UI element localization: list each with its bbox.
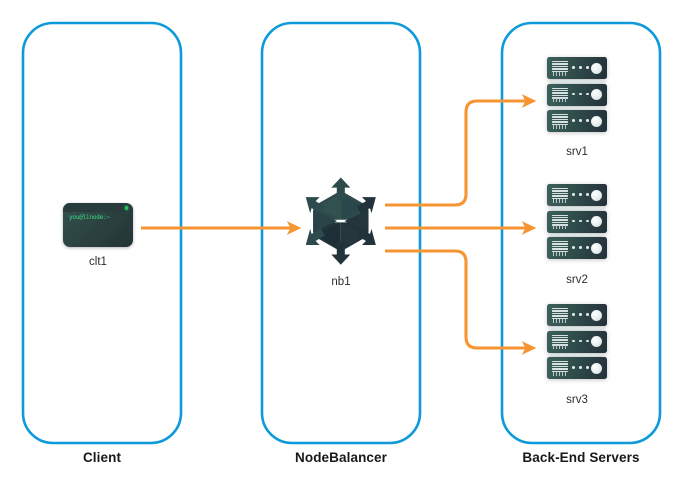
rack-divider [550,80,604,83]
terminal-status-dot-icon [124,206,128,210]
vents-icon [552,334,568,346]
vents-icon [552,114,568,126]
pins-icon [552,124,567,129]
rack-unit [547,57,607,79]
server-rack-icon [547,184,607,259]
pins-icon [552,98,567,102]
terminal-icon: you@linode:~ [63,203,133,247]
node-label-nb1: nb1 [331,276,351,288]
pins-icon [552,371,567,376]
vents-icon [552,214,568,226]
rack-divider [550,207,604,210]
pins-icon [552,225,567,229]
rack-divider [550,233,604,237]
zone-label-nodebalancer: NodeBalancer [295,450,387,465]
zone-label-backend: Back-End Servers [522,450,640,465]
power-knob-icon [591,62,602,74]
zone-border-backend [500,21,662,445]
status-dots-icon [572,193,589,196]
connector-nb1-srv1 [385,94,537,207]
rack-divider [550,106,604,110]
rack-unit [547,210,607,233]
power-knob-icon [591,336,602,347]
vents-icon [552,361,568,373]
power-knob-icon [591,309,602,321]
terminal-title-bar [63,203,133,212]
zone-border-nodebalancer [260,21,422,445]
rack-unit [547,184,607,206]
server-rack-icon [547,57,607,132]
zone-borders [21,21,662,445]
pins-icon [552,198,567,203]
zone-label-client: Client [82,450,122,465]
power-knob-icon [591,362,602,374]
status-dots-icon [572,313,589,316]
rack-unit [547,330,607,353]
pins-icon [552,71,567,76]
pins-icon [552,345,567,349]
node-label-clt1: clt1 [89,256,107,268]
node-label-srv1: srv1 [566,146,588,158]
node-label-srv2: srv2 [566,274,588,286]
vents-icon [552,308,568,320]
rack-unit [547,304,607,326]
rack-divider [550,353,604,357]
power-knob-icon [591,242,602,254]
connector-nb1-srv3 [385,249,537,355]
pins-icon [552,251,567,256]
nodebalancer-icon [305,177,376,265]
status-dots-icon [572,119,589,122]
terminal-prompt-text: you@linode:~ [69,214,110,221]
power-knob-icon [591,89,602,100]
vents-icon [552,87,568,99]
power-knob-icon [591,216,602,227]
zone-border-client [21,21,183,445]
server-rack-icon [547,304,607,379]
vents-icon [552,61,568,73]
status-dots-icon [572,66,589,69]
status-dots-icon [572,366,589,369]
vents-icon [552,188,568,200]
node-label-srv3: srv3 [566,394,588,406]
vents-icon [552,241,568,253]
rack-divider [550,327,604,330]
status-dots-icon [572,219,589,223]
rack-unit [547,237,607,259]
status-dots-icon [572,246,589,249]
power-knob-icon [591,189,602,201]
rack-unit [547,110,607,132]
power-knob-icon [591,115,602,127]
pins-icon [552,318,567,323]
rack-unit [547,357,607,379]
rack-unit [547,83,607,106]
status-dots-icon [572,339,589,343]
status-dots-icon [572,92,589,96]
